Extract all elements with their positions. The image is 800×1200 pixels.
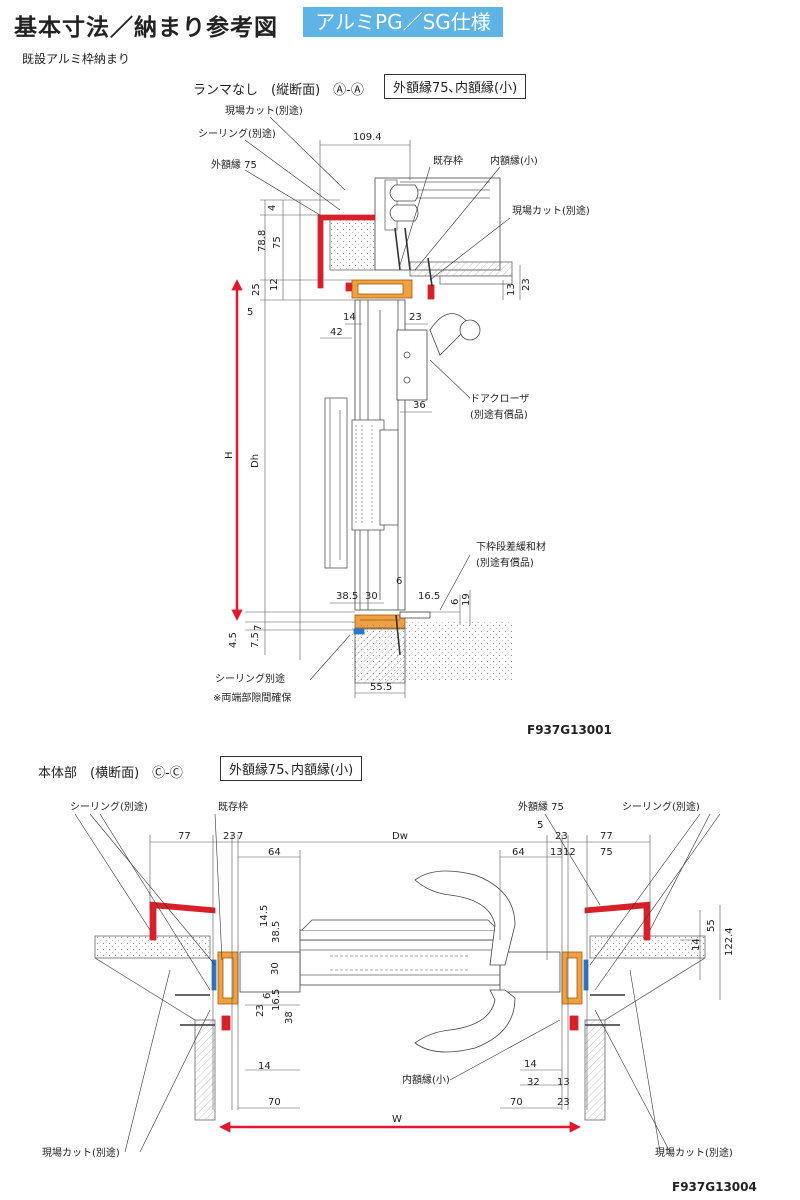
callout-door-closer-note: (別途有償品)	[470, 408, 528, 421]
dim-64-right: 64	[512, 847, 525, 858]
vertical-caption: ランマなし (縦断面) Ⓐ-Ⓐ	[193, 83, 364, 98]
dim-77-right: 77	[600, 831, 613, 842]
dim-7-5: 7.5	[250, 632, 261, 648]
dim-64-left: 64	[268, 847, 281, 858]
callout-step-material-note: (別途有償品)	[476, 556, 534, 569]
dim-6b: 6	[450, 599, 461, 605]
outer-frame-left	[149, 901, 216, 941]
vertical-frame-label: 外額縁75､内額縁(小)	[384, 74, 527, 99]
callout-outer-frame: 外額縁 75	[211, 158, 257, 171]
callout-door-closer: ドアクローザ	[470, 393, 529, 405]
dim-23a: 23	[409, 312, 422, 323]
section-label: 既設アルミ枠納まり	[22, 52, 130, 66]
dim-5: 5	[247, 307, 253, 318]
dim-70-left: 70	[268, 1097, 281, 1108]
callout-step-material: 下枠段差緩和材	[476, 540, 546, 553]
dim-13-bottom: 13	[557, 1077, 570, 1088]
inner-frame-right	[569, 1015, 579, 1031]
dim-23b: 23	[521, 278, 532, 291]
dim-75-right: 75	[600, 847, 613, 858]
dim-7-left: 7	[237, 831, 243, 842]
dim-14: 14	[343, 312, 356, 323]
horizontal-figure-code: F937G13004	[672, 1180, 757, 1194]
callout-outer-frame-h: 外額縁 75	[518, 800, 564, 813]
dim-38: 38	[284, 1011, 295, 1024]
callout-field-cut-right: 現場カット(別途)	[512, 204, 590, 217]
dim-16-5: 16.5	[271, 989, 282, 1011]
callout-field-cut-top: 現場カット(別途)	[225, 104, 303, 117]
dim-7: 7	[253, 625, 264, 631]
height-arrow	[231, 279, 243, 621]
dim-78-8: 78.8	[257, 230, 268, 252]
outer-frame-top	[317, 214, 376, 289]
dim-23-right: 23	[555, 831, 568, 842]
dim-122-4: 122.4	[724, 927, 735, 956]
page-title: 基本寸法／納まり参考図	[14, 15, 278, 41]
door-leaf-horizontal	[299, 939, 501, 986]
dim-30: 30	[365, 591, 378, 602]
wall-right-lower	[584, 1019, 606, 1121]
width-arrow	[219, 1121, 581, 1133]
dim-19: 19	[461, 593, 472, 606]
dim-12-right: 12	[563, 847, 576, 858]
dim-42: 42	[330, 327, 343, 338]
dim-38-5: 38.5	[336, 591, 358, 602]
vertical-section-diagram: 109.4 4 78.8 75 12 25 5 14 42 23 13 23 3…	[198, 104, 590, 704]
dim-25: 25	[251, 283, 262, 296]
vertical-figure-code: F937G13001	[527, 723, 612, 737]
dim-6a: 6	[396, 576, 402, 587]
dim-Dw: Dw	[392, 831, 408, 842]
dim-6: 6	[262, 993, 273, 999]
ceiling-board	[409, 261, 513, 277]
callout-field-cut-right: 現場カット(別途)	[655, 1146, 733, 1159]
dim-5-right: 5	[537, 820, 543, 831]
outer-frame-right	[584, 901, 651, 941]
dim-4-5: 4.5	[228, 632, 239, 648]
dim-4: 4	[267, 205, 278, 211]
dim-32: 32	[527, 1077, 540, 1088]
ceiling-slab	[329, 217, 376, 271]
dim-12: 12	[269, 278, 280, 291]
inner-frame-top	[427, 284, 435, 300]
callout-inner-frame: 内額縁(小)	[490, 154, 538, 167]
dim-23-left: 23	[223, 831, 236, 842]
dim-Dh: Dh	[250, 454, 261, 468]
dim-36: 36	[413, 400, 426, 411]
dim-55: 55	[706, 919, 717, 932]
callout-gap-note: ※両端部隙間確保	[213, 691, 291, 704]
callout-existing-frame: 既存枠	[433, 154, 463, 167]
dim-30: 30	[270, 962, 281, 975]
dim-W: W	[392, 1114, 402, 1125]
dim-77-left: 77	[178, 831, 191, 842]
dim-23-bottom-left: 23	[255, 1004, 266, 1017]
callout-sealing-right: シーリング(別途)	[622, 800, 700, 813]
dim-13-right: 13	[550, 847, 563, 858]
dim-H: H	[224, 451, 235, 459]
dim-38-5: 38.5	[271, 921, 282, 943]
callout-field-cut-left: 現場カット(別途)	[42, 1146, 120, 1159]
dim-75: 75	[272, 236, 283, 249]
dim-14-left: 14	[258, 1061, 271, 1072]
callout-sealing: シーリング(別途)	[198, 127, 276, 140]
dim-70-right: 70	[510, 1097, 523, 1108]
callout-sealing-bottom: シーリング別途	[215, 672, 285, 685]
callout-inner-frame-h: 内額縁(小)	[402, 1073, 450, 1086]
horizontal-caption: 本体部 (横断面) Ⓒ-Ⓒ	[38, 766, 183, 781]
dim-55-5: 55.5	[370, 682, 392, 693]
dim-13: 13	[506, 283, 517, 296]
dim-23-bottom-right: 23	[557, 1097, 570, 1108]
spec-badge: アルミPG／SG仕様	[303, 7, 503, 37]
dim-16-5: 16.5	[418, 591, 440, 602]
door-closer	[396, 329, 428, 401]
door-handle	[414, 870, 516, 966]
callout-existing-frame-h: 既存枠	[218, 800, 248, 813]
dim-14-vertical: 14	[691, 938, 702, 951]
dim-14-5: 14.5	[259, 905, 270, 927]
dim-14-right: 14	[524, 1059, 537, 1070]
horizontal-frame-label: 外額縁75､内額縁(小)	[220, 756, 363, 781]
inner-frame-left	[221, 1015, 231, 1031]
dim-109-4: 109.4	[353, 132, 382, 143]
horizontal-section-diagram: 77 23 7 Dw 5 23 77 64 64 13 12 75 14.5 3…	[42, 800, 735, 1159]
callout-sealing-left: シーリング(別途)	[70, 800, 148, 813]
